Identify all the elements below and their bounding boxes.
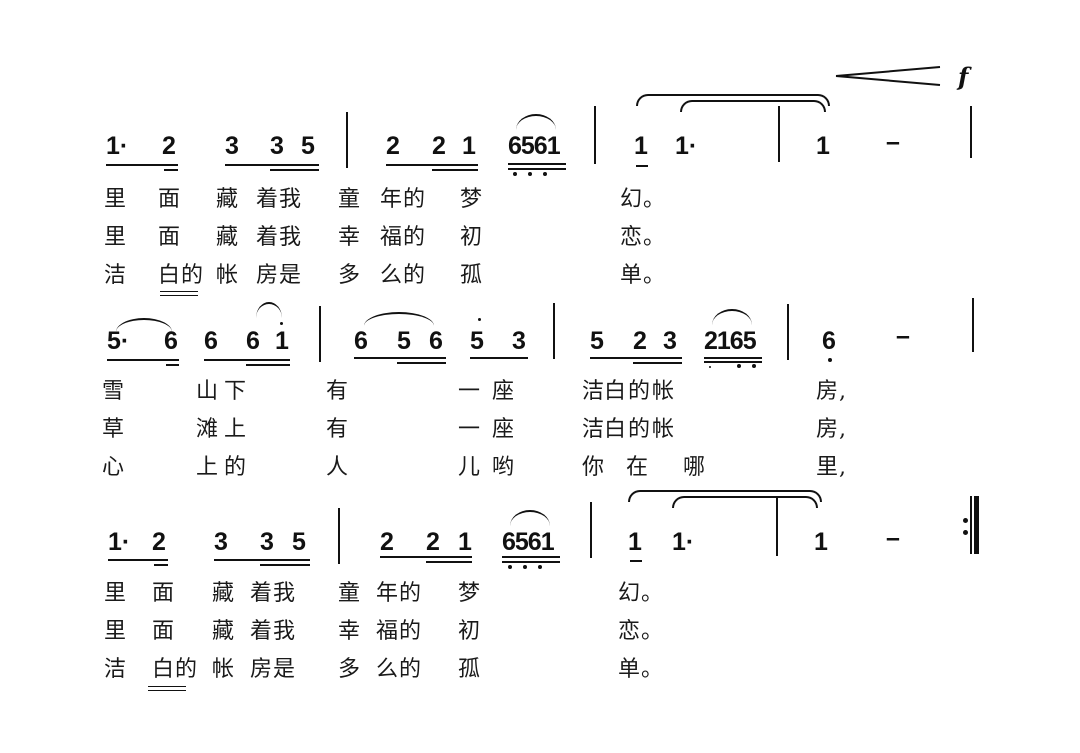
note: 6 (204, 327, 218, 355)
barline (776, 498, 778, 556)
note: 1 (462, 132, 476, 160)
note: 1· (672, 528, 695, 556)
note: 2 (152, 528, 166, 556)
barline (338, 508, 340, 564)
dash: – (886, 128, 900, 156)
dash: – (896, 322, 910, 350)
slur (510, 510, 550, 526)
note: 5 (470, 327, 484, 355)
note: 2 (426, 528, 440, 556)
note: 3 (214, 528, 228, 556)
note: 2 (386, 132, 400, 160)
barline (970, 106, 972, 158)
note: 5 (590, 327, 604, 355)
note: 1 (275, 327, 289, 355)
barline (778, 106, 780, 162)
note: 1· (675, 132, 698, 160)
note-group: 6561 (502, 528, 555, 556)
crescendo-hairpin-icon (835, 66, 941, 86)
note-group: 6561 (508, 132, 561, 160)
barline (319, 306, 321, 362)
note: 6 (164, 327, 178, 355)
note: 1 (458, 528, 472, 556)
slur (364, 312, 434, 326)
note: 2 (633, 327, 647, 355)
note: 1· (106, 132, 129, 160)
note: 5 (397, 327, 411, 355)
note: 3 (270, 132, 284, 160)
note: 6 (354, 327, 368, 355)
note: 5· (107, 327, 130, 355)
note: 5 (292, 528, 306, 556)
note: 2 (162, 132, 176, 160)
tie (680, 100, 826, 112)
note: 1 (814, 528, 828, 556)
note: 3 (225, 132, 239, 160)
barline (346, 112, 348, 168)
slur (712, 309, 752, 325)
barline (553, 303, 555, 359)
note: 2 (380, 528, 394, 556)
forte-mark: f (958, 62, 969, 91)
note: 2 (432, 132, 446, 160)
note-group: 2165 (704, 327, 757, 355)
barline (590, 502, 592, 558)
note: 1 (634, 132, 648, 160)
note: 3 (260, 528, 274, 556)
note: 6 (822, 327, 836, 355)
slur (116, 318, 172, 332)
note: 5 (301, 132, 315, 160)
barline (972, 298, 974, 352)
note: 1 (816, 132, 830, 160)
barline (787, 304, 789, 360)
slur (256, 302, 282, 318)
note: 3 (512, 327, 526, 355)
note: 3 (663, 327, 677, 355)
tie (672, 496, 818, 508)
barline (594, 106, 596, 164)
note: 6 (429, 327, 443, 355)
note: 6 (246, 327, 260, 355)
note: 1 (628, 528, 642, 556)
note: 1· (108, 528, 131, 556)
dash: – (886, 524, 900, 552)
slur (516, 114, 556, 130)
